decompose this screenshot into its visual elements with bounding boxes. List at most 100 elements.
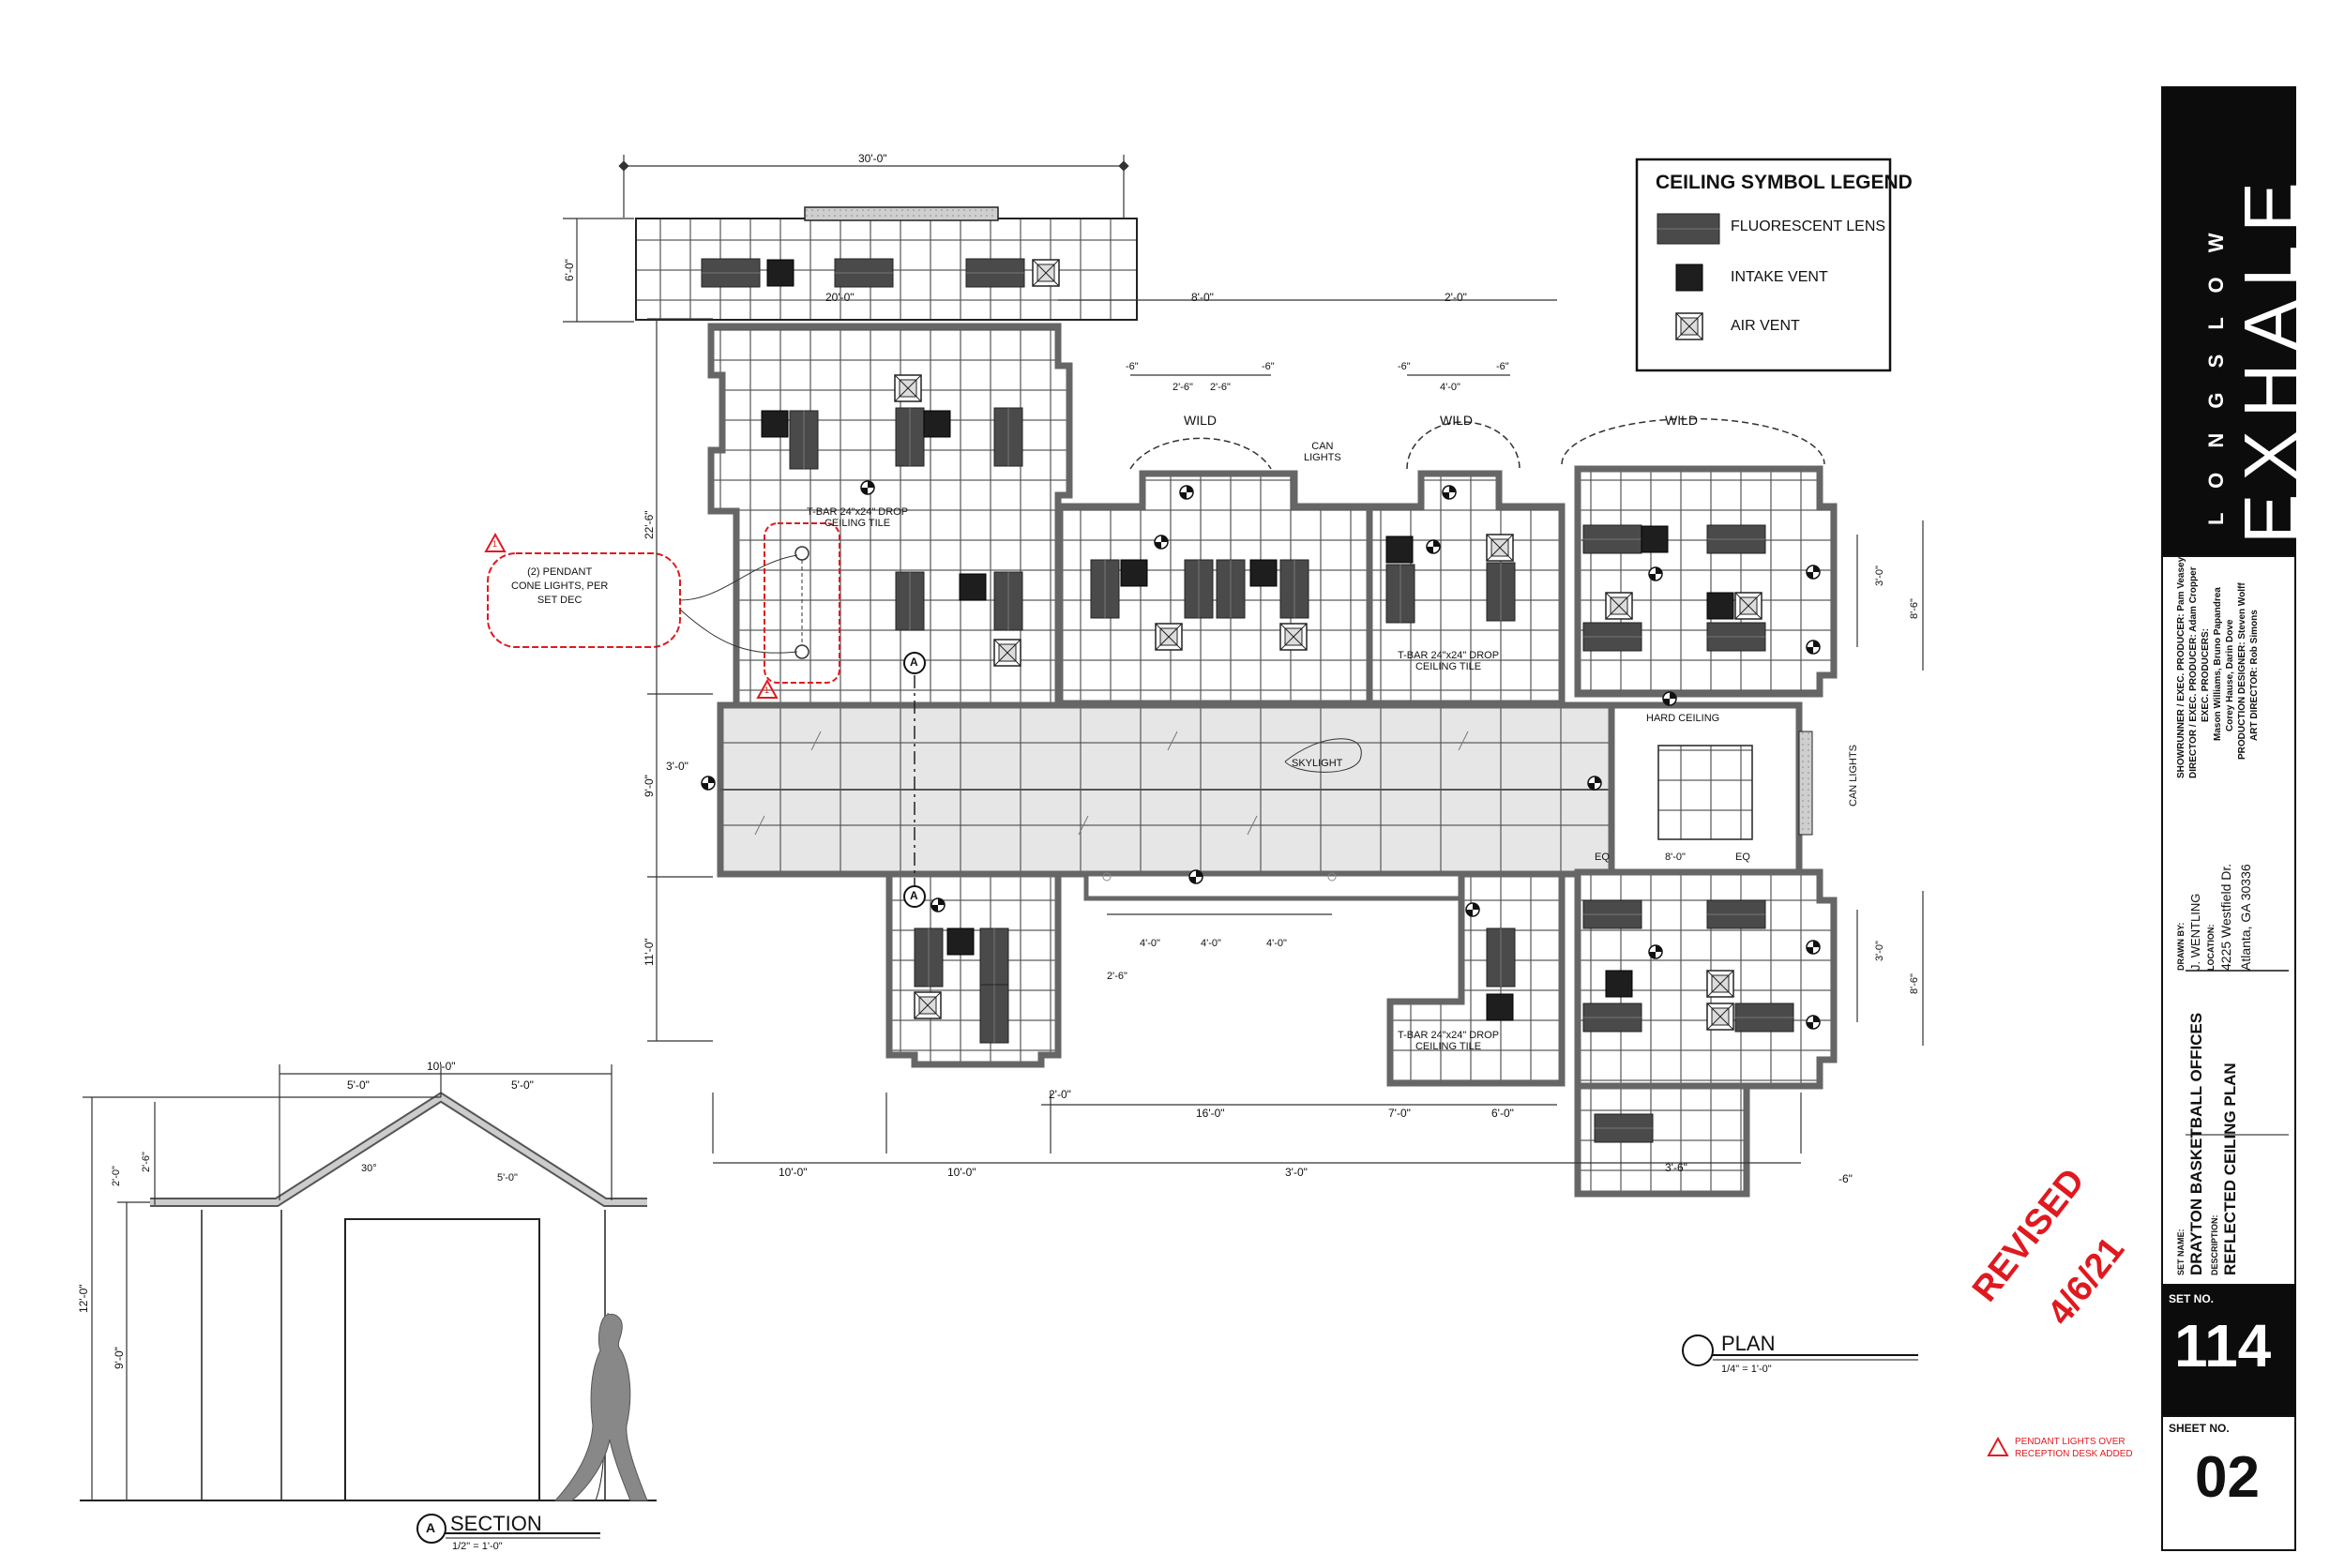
label-can-lights-side: CAN LIGHTS	[1848, 744, 1859, 807]
revision-note: PENDANT LIGHTS OVER RECEPTION DESK ADDED	[2015, 1437, 2133, 1459]
legend-item-airvent: AIR VENT	[1731, 318, 1800, 334]
section-dim-pitch-b: 5'-0"	[497, 1172, 518, 1184]
pendant-note: (2) PENDANT CONE LIGHTS, PER SET DEC	[511, 566, 609, 606]
plan-title: PLAN	[1721, 1332, 1776, 1355]
dim-bottom-g: 6'-0"	[1491, 1107, 1514, 1120]
credit-line-5: Corey Hause, Darin Dove	[2225, 619, 2235, 732]
pendant-lights-cloud	[484, 522, 840, 699]
dim-bottom-d: 2'-0"	[1049, 1088, 1071, 1101]
dim-left-side-b: 3'-0"	[666, 760, 688, 773]
dim-top-inner: 20'-0"	[825, 291, 855, 304]
set-name: DRAYTON BASKETBALL OFFICES	[2187, 1012, 2205, 1275]
dim-mid-b: 2'-0"	[1445, 291, 1467, 304]
logo-bottom: EXHALE	[2229, 169, 2312, 544]
location-line2: Atlanta, GA 30336	[2238, 864, 2253, 971]
section-title: SECTION	[450, 1512, 542, 1535]
set-no-label: SET NO.	[2169, 1292, 2215, 1305]
revision-triangle-icon	[1987, 1436, 2009, 1456]
room-lower-middle	[1386, 870, 1566, 1087]
credit-line-6: PRODUCTION DESIGNER: Steven Wolff	[2237, 582, 2247, 760]
dim-eq-b: EQ	[1735, 852, 1750, 863]
section-title-block	[416, 1514, 600, 1544]
dim-small-b3: 2'-6"	[1107, 971, 1127, 982]
dim-gap-a3: -6"	[1398, 361, 1411, 372]
description-label: DESCRIPTION:	[2210, 1214, 2219, 1275]
dim-small-c2: 4'-0"	[1140, 938, 1160, 949]
legend-title: CEILING SYMBOL LEGEND	[1656, 172, 1913, 193]
dim-gap-a: -6"	[1126, 361, 1139, 372]
dim-small-b2: 2'-6"	[1210, 382, 1231, 393]
section-marker-top: A	[910, 656, 918, 669]
dim-left-height: 6'-0"	[563, 259, 576, 281]
credit-line-2: DIRECTOR / EXEC. PRODUCER: Adam Cropper	[2188, 566, 2199, 778]
room-right-upper	[1574, 465, 1838, 698]
sheet-no-label: SHEET NO.	[2169, 1422, 2230, 1435]
reflected-ceiling-plan	[484, 155, 1924, 1198]
section-dim-top: 10'-0"	[427, 1060, 456, 1073]
dim-right-a: 3'-0"	[1874, 565, 1885, 586]
dim-right-b: 8'-6"	[1909, 598, 1920, 619]
label-can-lights: CAN LIGHTS	[1304, 441, 1341, 463]
dim-right-b2: 8'-6"	[1909, 973, 1920, 994]
credit-line-1: SHOWRUNNER / EXEC. PRODUCER: Pam Veasey	[2176, 556, 2186, 778]
dim-mid-a: 8'-0"	[1191, 291, 1214, 304]
section-marker-bottom: A	[910, 889, 918, 902]
dim-small-c: 4'-0"	[1440, 382, 1460, 393]
label-tbar-c: T-BAR 24"x24" DROP CEILING TILE	[1398, 1030, 1500, 1052]
label-wild-b: WILD	[1440, 413, 1473, 428]
dim-right-a2: 3'-0"	[1874, 941, 1885, 961]
location-label: LOCATION:	[2206, 924, 2216, 971]
section-dim-right-half: 5'-0"	[511, 1078, 534, 1092]
section-dim-left-half: 5'-0"	[347, 1078, 370, 1092]
dim-bottom-e: 16'-0"	[1196, 1107, 1225, 1120]
section-marker: A	[426, 1520, 436, 1535]
section-dim-height-total: 12'-0"	[77, 1284, 90, 1313]
dim-bottom-a: 10'-0"	[779, 1166, 808, 1179]
dim-small-b: 2'-6"	[1172, 382, 1193, 393]
revision-marker-b: 1	[764, 686, 770, 695]
description: REFLECTED CEILING PLAN	[2221, 1063, 2239, 1275]
dim-small-c4: 4'-0"	[1266, 938, 1287, 949]
legend-item-fluorescent: FLUORESCENT LENS	[1731, 219, 1886, 234]
label-tbar-b: T-BAR 24"x24" DROP CEILING TILE	[1398, 650, 1500, 672]
dim-gap-a4: -6"	[1496, 361, 1509, 372]
credit-line-7: ART DIRECTOR: Rob Simons	[2249, 610, 2260, 741]
plan-scale: 1/4" = 1'-0"	[1721, 1364, 1772, 1375]
label-tbar-a: T-BAR 24"x24" DROP CEILING TILE	[807, 506, 909, 529]
logo-panel	[2162, 87, 2295, 556]
section-dim-pitch-a: 30°	[361, 1163, 377, 1174]
set-name-label: SET NAME:	[2176, 1229, 2186, 1276]
label-hard-ceiling: HARD CEILING	[1646, 713, 1720, 724]
drawn-by: J. WENTLING	[2188, 893, 2202, 971]
label-wild-a: WILD	[1184, 413, 1217, 428]
credit-line-4: Mason Williams, Bruno Papandrea	[2213, 587, 2223, 741]
set-no: 114	[2174, 1312, 2272, 1380]
set-no-panel	[2162, 1285, 2295, 1416]
drawn-by-label: DRAWN BY:	[2176, 922, 2186, 971]
dim-bottom-c: 3'-0"	[1285, 1166, 1308, 1179]
person-silhouette-icon	[553, 1313, 648, 1501]
legend-item-intake: INTAKE VENT	[1731, 269, 1828, 285]
dim-small-c3: 4'-0"	[1201, 938, 1221, 949]
label-skylight: SKYLIGHT	[1292, 758, 1343, 769]
dim-small-room: 3'-6"	[1665, 1161, 1687, 1174]
sheet-no: 02	[2195, 1445, 2260, 1510]
dim-eq-a: EQ	[1595, 852, 1610, 863]
logo-top: L O N G S L O W	[2204, 223, 2228, 525]
fluorescent-lens-icon	[1657, 213, 1720, 245]
dim-room-small: 8'-0"	[1665, 852, 1686, 863]
dim-left-side: 22'-6"	[643, 510, 656, 539]
revision-marker-a: 1	[492, 539, 498, 549]
credit-line-3: EXEC. PRODUCERS:	[2201, 627, 2211, 722]
dim-left-side-d: 11'-0"	[643, 938, 656, 966]
dim-gap-a2: -6"	[1262, 361, 1275, 372]
dim-bottom-f: 7'-0"	[1388, 1107, 1411, 1120]
location-line1: 4225 Westfield Dr.	[2218, 863, 2233, 971]
section-dim-ridge: 2'-6"	[141, 1152, 152, 1172]
dim-left-side-c: 9'-0"	[643, 775, 656, 797]
section-scale: 1/2" = 1'-0"	[452, 1541, 503, 1552]
dim-bottom-h: -6"	[1838, 1172, 1853, 1185]
section-dim-soffit: 2'-0"	[111, 1166, 122, 1186]
